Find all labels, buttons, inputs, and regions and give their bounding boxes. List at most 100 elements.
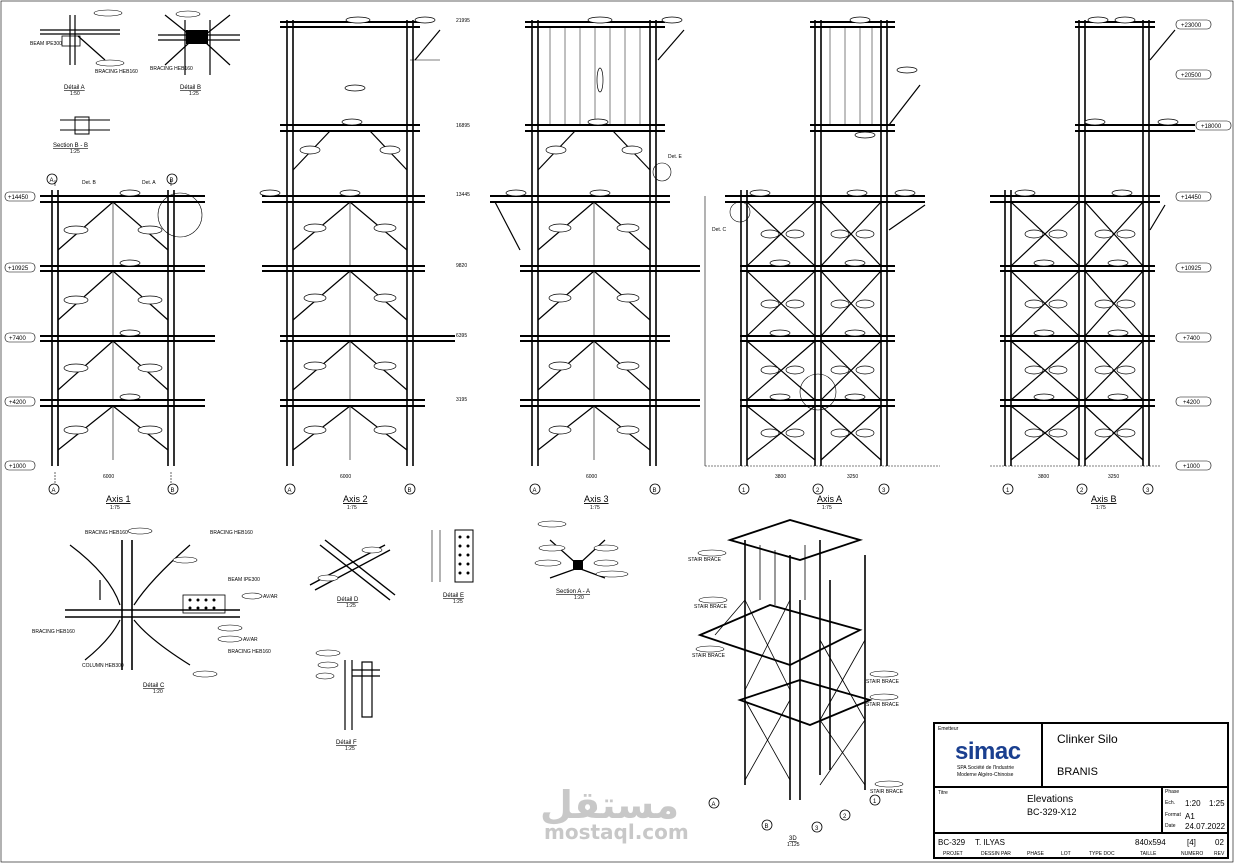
dim-3250-axisA: 3250 (847, 474, 858, 480)
format-value: A1 (1185, 812, 1195, 821)
axis-1-elevation: A B A B 6000 Det. B Det. A Axis 1 1:75 (40, 173, 215, 511)
view-scale-axis-1: 1:75 (110, 505, 120, 511)
project-site: BRANIS (1057, 766, 1098, 778)
detailC-bracing-right: BRACING HEB160 (228, 649, 271, 655)
axis-B-elevation: 1 2 3 3800 3250 Axis B 1:75 (990, 16, 1195, 511)
level-right-1000: +1000 (1183, 464, 1201, 470)
grid-label-B: B (170, 178, 174, 184)
company-name: SPA Société de l'Industrie (957, 765, 1015, 771)
row-projet-label: PROJET (943, 851, 963, 857)
det-c-callout-axisA: Det. C (712, 227, 727, 233)
row-lot-label: LOT (1061, 851, 1071, 857)
detailC-column-label: COLUMN HEB300 (82, 663, 124, 669)
detailA-bracing-label: BRACING HEB160 (95, 69, 138, 75)
grid-label-1-axisA: 1 (742, 488, 746, 494)
row-dessin-label: DESSIN PAR (981, 851, 1011, 857)
level-right-4200: +4200 (1183, 400, 1201, 406)
row-phase-label: PHASE (1027, 851, 1044, 857)
level-7400: +7400 (9, 336, 27, 342)
3d-grid-A: A (712, 802, 716, 808)
view-scale-section-BB: 1:25 (70, 149, 80, 155)
grid-label-3-axisB: 3 (1146, 488, 1150, 494)
level-right-7400: +7400 (1183, 336, 1201, 342)
view-scale-axis-B: 1:75 (1096, 505, 1106, 511)
view-scale-detail-D: 1:25 (346, 603, 356, 609)
phase-label: Phase (1165, 789, 1180, 795)
row-dessin-value: T. ILYAS (975, 838, 1005, 847)
detail-D: Détail D 1:25 (309, 539, 396, 609)
detail-F: Détail F 1:25 (315, 649, 380, 752)
axis-3-elevation: Det. E A B 6000 Axis 3 1:75 (490, 16, 700, 511)
drawing-title: Elevations (1027, 794, 1074, 805)
dim-3195: 3195 (456, 397, 467, 403)
watermark-arabic: مستقل (540, 783, 679, 827)
level-right-18000: +18000 (1201, 124, 1222, 130)
3d-stair-brace-1: STAIR BRACE (688, 557, 722, 563)
view-title-axis-B: Axis B (1091, 494, 1117, 504)
view-scale-3d: 1:125 (787, 842, 800, 848)
detailC-avar-1: AV/AR (263, 594, 278, 600)
row-rev-value: 02 (1215, 838, 1224, 847)
grid-label-B-axis3: B (653, 488, 657, 494)
row-taille-label: TAILLE (1140, 851, 1157, 857)
dim-3800-axisB: 3800 (1038, 474, 1049, 480)
ech-label: Ech. (1165, 800, 1176, 806)
view-scale-axis-2: 1:75 (347, 505, 357, 511)
3d-grid-B: B (765, 824, 769, 830)
grid-label-2-axisA: 2 (816, 488, 820, 494)
watermark-latin: mostaql.com (544, 820, 689, 844)
level-markers-left: +14450 +10925 +7400 +4200 +1000 (4, 191, 36, 471)
title-block: Emetteur simac SPA Société de l'Industri… (933, 722, 1229, 859)
level-right-23000: +23000 (1181, 23, 1202, 29)
dim-bay-width: 6000 (103, 474, 114, 480)
dim-21995: 21995 (456, 18, 470, 24)
isometric-3d-view: STAIR BRACE STAIR BRACE STAIR BRACE STAI… (688, 519, 904, 848)
level-right-20500: +20500 (1181, 73, 1202, 79)
det-b-callout: Det. B (82, 180, 97, 186)
detailC-beam-label: BEAM IPE300 (228, 577, 260, 583)
scale-1: 1:20 (1185, 799, 1201, 808)
axis-2-elevation: A B 6000 21995 16895 13445 9820 6395 319… (259, 16, 470, 511)
3d-stair-brace-5: STAIR BRACE (866, 702, 900, 708)
grid-label-B-axis2: B (408, 488, 412, 494)
view-title-axis-A: Axis A (817, 494, 842, 504)
grid-label-A-bottom: A (52, 488, 56, 494)
level-1000: +1000 (9, 464, 27, 470)
grid-label-2-axisB: 2 (1080, 488, 1084, 494)
row-rev-label: REV (1214, 851, 1225, 857)
det-a-callout: Det. A (142, 180, 156, 186)
view-title-detail-D: Détail D (337, 597, 359, 603)
row-numero-label: NUMERO (1181, 851, 1204, 857)
grid-bubble-A (46, 173, 58, 185)
3d-grid-2: 2 (843, 814, 847, 820)
view-title-axis-2: Axis 2 (343, 494, 368, 504)
view-title-detail-B: Détail B (180, 85, 201, 91)
company-sub: Moderne Algéro-Chinoise (957, 772, 1014, 778)
view-title-detail-F: Détail F (336, 740, 357, 746)
detail-A: BEAM IPE300 BRACING HEB160 Détail A 1:50 (30, 9, 138, 97)
phase-scale-cell: Phase Ech. 1:20 1:25 Format A1 Date 24.0… (1162, 787, 1228, 833)
level-right-14450: +14450 (1181, 195, 1202, 201)
detailC-bracing-top-right: BRACING HEB160 (210, 530, 253, 536)
dim-13445: 13445 (456, 192, 470, 198)
drawing-number: BC-329-X12 (1027, 807, 1077, 817)
dim-16895: 16895 (456, 123, 470, 129)
row-typedoc-label: TYPE DOC (1089, 851, 1115, 857)
grid-label-A-axis3: A (533, 488, 537, 494)
project-title: Clinker Silo (1057, 732, 1118, 746)
view-scale-section-AA: 1:20 (574, 595, 584, 601)
detailC-avar-2: AV/AR (243, 637, 258, 643)
det-e-callout: Det. E (668, 154, 683, 160)
format-label: Format (1165, 812, 1181, 818)
emetteur-label: Emetteur (938, 726, 959, 732)
dim-bay-width-axis3: 6000 (586, 474, 597, 480)
detailA-beam-label: BEAM IPE300 (30, 41, 62, 47)
logo-cell: Emetteur simac SPA Société de l'Industri… (934, 723, 1042, 787)
3d-grid-3: 3 (815, 826, 819, 832)
dim-bay-width-axis2: 6000 (340, 474, 351, 480)
detail-E: Détail E 1:25 (431, 529, 474, 605)
axis-A-elevation: Det. C 1 2 3 3800 3250 Axis A 1:75 (704, 16, 940, 511)
view-title-section-AA: Section A - A (556, 589, 590, 595)
